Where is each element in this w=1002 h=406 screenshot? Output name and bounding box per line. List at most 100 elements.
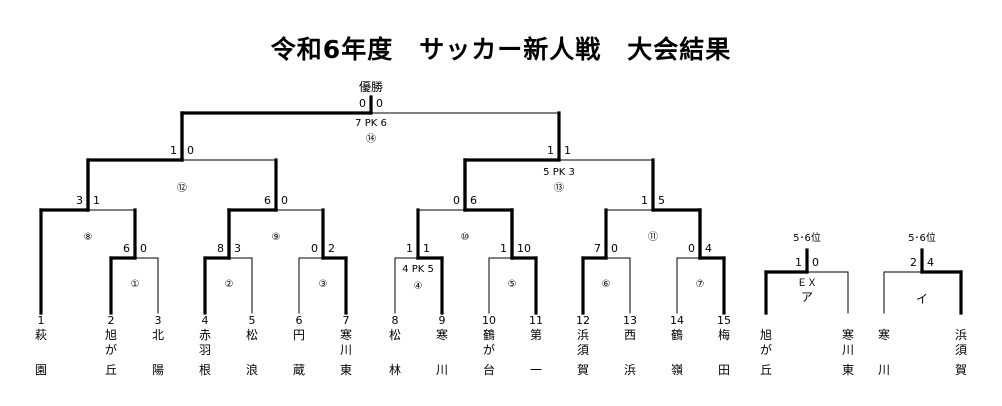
match-qf-3-score-right: 6 [470,194,477,207]
team-9-number: 9 [439,314,446,327]
match-qf-1-score-right: 1 [93,194,100,207]
match-r1-5-score-right: 10 [517,242,531,255]
team-3-name-1: 北 [152,328,164,342]
match-r1-4-score-left: 1 [406,242,413,255]
team-8-name-3: 林 [389,363,401,377]
match-place-2-label: 5･6位 [908,231,936,244]
match-r1-4-pk: 4 PK 5 [402,264,434,275]
team-7-name-2: 川 [340,343,352,357]
match-r1-4-score-right: 1 [423,242,430,255]
match-place-2-score-left: 2 [910,256,917,269]
team-7-name-3: 東 [340,363,352,377]
champion-label: 優勝 [359,79,383,94]
team-10-name-3: 台 [483,362,495,377]
team-8-number: 8 [392,314,399,327]
team-6-name-3: 蔵 [293,363,305,377]
match-place-2-number: イ [916,292,928,306]
placement-team-2-name-1: 寒 [842,327,854,342]
team-1-name-3: 園 [35,363,47,377]
team-4-number: 4 [202,314,209,327]
match-place-1-tag: ＥＸ [797,278,817,289]
team-1-name-1: 萩 [35,328,47,342]
match-qf-4-score-right: 5 [658,194,665,207]
team-12-name-3: 賀 [577,363,589,377]
team-5-name-3: 浪 [246,362,258,377]
team-14-name-3: 嶺 [671,363,683,377]
team-15-number: 15 [717,314,731,327]
placement-team-1-name-2: が [760,342,772,357]
placement-team-2-name-3: 東 [842,363,854,377]
team-7-number: 7 [343,314,350,327]
match-place-1-label: 5･6位 [793,231,821,244]
match-r1-1-number: ① [131,279,140,290]
match-final-number: ⑭ [366,133,376,145]
team-9-name-1: 寒 [436,327,448,342]
team-2-name-3: 丘 [105,363,117,377]
placement-team-3-name-1: 寒 [878,327,890,342]
team-3-number: 3 [155,314,162,327]
match-r1-6-number: ⑥ [602,279,611,290]
match-r1-3-score-left: 0 [311,242,318,255]
match-r1-4-number: ④ [414,281,423,292]
match-r1-7-score-left: 0 [688,242,695,255]
match-r1-5-number: ⑤ [508,279,517,290]
team-5-name-1: 松 [246,328,258,342]
match-r1-2-score-right: 3 [234,242,241,255]
team-6-name-1: 円 [293,328,305,342]
page-title: 令和6年度 サッカー新人戦 大会結果 [270,35,732,64]
match-place-1-score-left: 1 [795,256,802,269]
team-3-name-3: 陽 [152,363,164,377]
team-7-name-1: 寒 [340,327,352,342]
team-14-name-1: 鶴 [671,327,683,342]
match-r1-5-score-left: 1 [500,242,507,255]
team-10-number: 10 [482,314,496,327]
team-8-name-1: 松 [389,328,401,342]
team-14-number: 14 [670,314,684,327]
match-qf-1-number: ⑧ [84,232,93,243]
match-r1-2-score-left: 8 [217,242,224,255]
team-11-name-3: 一 [530,363,542,377]
match-place-1-score-right: 0 [812,256,819,269]
team-13-name-3: 浜 [624,363,636,377]
team-10-name-1: 鶴 [483,327,495,342]
match-place-1-number: ア [801,290,813,304]
team-4-name-1: 赤 [199,328,211,342]
placement-team-1-name-3: 丘 [760,363,772,377]
team-5-number: 5 [249,314,256,327]
placement-team-4-name-1: 浜 [955,328,967,342]
match-r1-6-score-left: 7 [594,242,601,255]
match-sf-2-score-right: 1 [564,144,571,157]
match-qf-2-score-right: 0 [281,194,288,207]
team-2-name-1: 旭 [105,328,117,342]
team-10-name-2: が [483,342,495,357]
match-qf-4-number: ⑪ [648,231,658,243]
team-2-name-2: が [105,342,117,357]
match-qf-3-score-left: 0 [453,194,460,207]
placement-team-4-name-2: 須 [955,343,967,357]
team-4-name-3: 根 [199,363,211,377]
team-2-number: 2 [108,314,115,327]
match-final-score-left: 0 [359,97,366,110]
team-9-name-3: 川 [436,363,448,377]
team-12-name-2: 須 [577,343,589,357]
team-13-number: 13 [623,314,637,327]
match-sf-1-score-left: 1 [170,144,177,157]
placement-team-4-name-3: 賀 [955,363,967,377]
match-r1-2-number: ② [225,279,234,290]
match-sf-2-score-left: 1 [547,144,554,157]
match-r1-7-number: ⑦ [696,279,705,290]
match-r1-1-score-right: 0 [140,242,147,255]
match-sf-2-number: ⑬ [554,182,564,194]
match-qf-3-number: ⑩ [461,232,470,243]
match-final-pk: 7 PK 6 [355,118,387,129]
team-11-number: 11 [529,314,543,327]
team-15-name-1: 梅 [718,327,730,342]
match-r1-3-number: ③ [319,279,328,290]
match-r1-7-score-right: 4 [705,242,712,255]
match-r1-3-score-right: 2 [328,242,335,255]
match-r1-6-score-right: 0 [611,242,618,255]
match-r1-1-score-left: 6 [123,242,130,255]
team-11-name-1: 第 [530,328,542,342]
match-place-2-score-right: 4 [927,256,934,269]
